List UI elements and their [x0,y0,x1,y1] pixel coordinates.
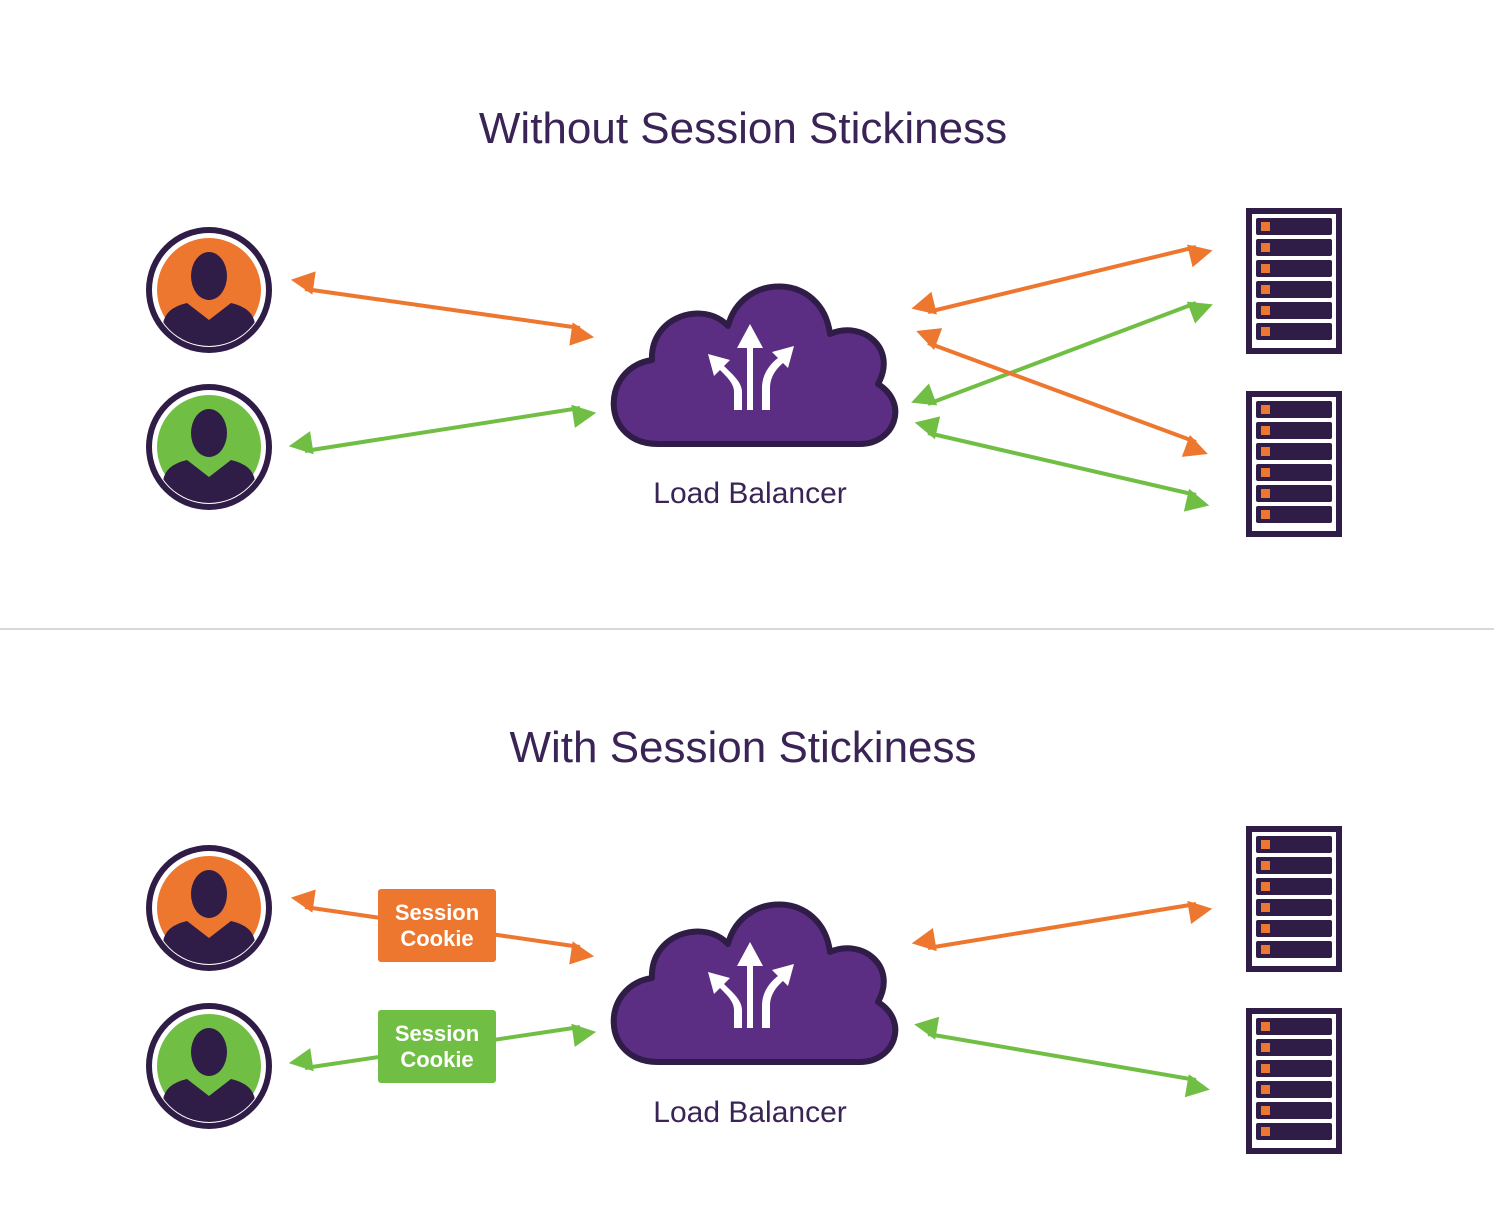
user-avatar-green [146,1003,272,1129]
user-avatar-icon [146,845,272,971]
section-with-stickiness: With Session Stickiness [146,723,1342,1154]
user-avatar-icon [146,384,272,510]
arrow-green-lb-server1 [911,301,1213,406]
cookie-line-2: Cookie [400,1047,473,1072]
arrow-orange-lb-server1 [911,244,1213,315]
load-balancer: Load Balancer [610,283,899,510]
load-balancer-label: Load Balancer [653,1096,846,1129]
server-1 [1246,826,1342,972]
server-2 [1246,391,1342,537]
cloud-routing-icon [610,283,899,447]
user-avatar-icon [146,227,272,353]
server-rack-icon [1246,391,1342,537]
arrow-orange-lb-server1 [911,900,1213,952]
section-title: With Session Stickiness [509,723,976,772]
server-2 [1246,1008,1342,1154]
server-slots [1256,218,1332,340]
arrow-green-user-lb [288,404,597,455]
arrow-green-lb-server2 [914,416,1210,512]
cookie-line-1: Session [395,900,479,925]
server-rack-icon [1246,826,1342,972]
server-slots [1256,836,1332,958]
user-avatar-orange [146,845,272,971]
arrow-orange-lb-server2 [916,328,1208,457]
cloud-routing-icon [610,901,899,1065]
server-rack-icon [1246,1008,1342,1154]
section-without-stickiness: Without Session Stickiness [146,104,1342,537]
session-cookie-badge-green: Session Cookie [378,1010,496,1083]
load-balancer: Load Balancer [610,901,899,1129]
user-avatar-green [146,384,272,510]
cookie-line-1: Session [395,1021,479,1046]
session-cookie-badge-orange: Session Cookie [378,889,496,962]
user-avatar-orange [146,227,272,353]
cookie-line-2: Cookie [400,926,473,951]
server-slots [1256,1018,1332,1140]
arrow-orange-user-lb [290,271,595,346]
arrow-green-lb-server2 [914,1016,1210,1098]
server-rack-icon [1246,208,1342,354]
server-1 [1246,208,1342,354]
user-avatar-icon [146,1003,272,1129]
load-balancer-label: Load Balancer [653,477,846,510]
server-slots [1256,401,1332,523]
section-title: Without Session Stickiness [479,104,1007,153]
